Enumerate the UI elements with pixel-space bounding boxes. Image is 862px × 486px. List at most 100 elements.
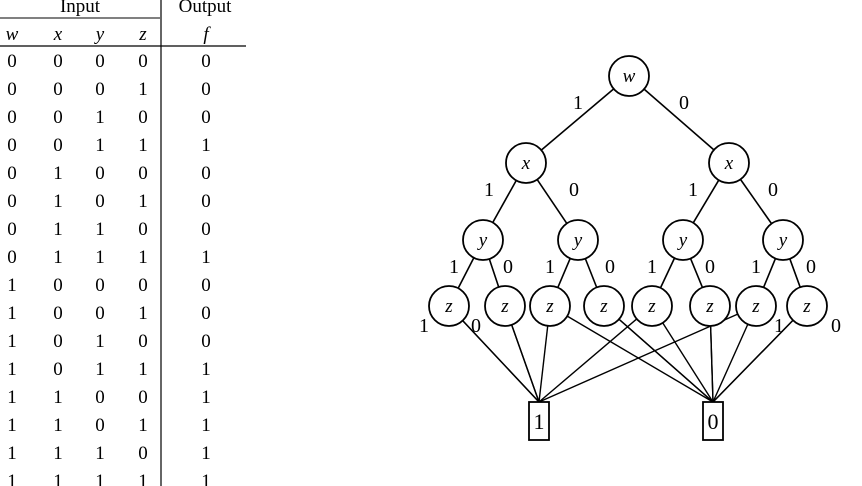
table-cell: 0 [201,191,211,212]
tree-edge [557,258,571,288]
table-cell: 1 [7,275,17,296]
branch-label: 0 [569,179,579,201]
table-cell: 0 [53,303,63,324]
tree-edge [739,178,773,225]
branch-label: 1 [484,179,494,201]
table-cell: 0 [53,51,63,72]
table-cell: 0 [95,387,105,408]
table-cell: 0 [138,51,148,72]
branch-label: 0 [679,92,689,114]
table-cell: 0 [7,107,17,128]
table-cell: 1 [7,359,17,380]
table-cell: 1 [138,135,148,156]
table-cell: 1 [53,191,63,212]
table-cell: 0 [53,359,63,380]
node-z-label: z [802,296,811,317]
table-cell: 1 [95,471,105,486]
branch-label: 1 [751,256,761,278]
table-cell: 0 [7,163,17,184]
input-header: Input [60,0,101,17]
table-cell: 0 [201,275,211,296]
branch-label: 0 [471,315,481,337]
tree-edge [536,179,568,224]
table-cell: 0 [95,303,105,324]
node-y [557,219,599,261]
branch-label: 0 [605,256,615,278]
node-y [462,219,504,261]
branch-label: 1 [774,315,784,337]
node-w-label: w [623,66,636,87]
table-cell: 1 [53,443,63,464]
branch-label: 0 [705,256,715,278]
table-cell: 1 [7,443,17,464]
table-cell: 1 [53,471,63,486]
leaf-edge [712,319,794,403]
table-cell: 1 [138,415,148,436]
leaf-edge [511,324,540,403]
table-cell: 1 [201,387,211,408]
table-cell: 1 [7,331,17,352]
tree-edge [762,258,777,288]
node-y [662,219,704,261]
branch-label: 1 [573,92,583,114]
table-cell: 1 [95,219,105,240]
table-cell: 1 [7,303,17,324]
column-header-x: x [53,24,63,45]
node-z [786,285,828,327]
node-z-label: z [500,296,509,317]
node-z [529,285,571,327]
table-cell: 1 [95,443,105,464]
table-cell: 0 [201,51,211,72]
leaf-edge [538,318,638,403]
node-z [689,285,731,327]
table-cell: 1 [53,415,63,436]
table-cell: 1 [53,219,63,240]
leaf-edge [566,315,714,403]
table-cell: 1 [138,359,148,380]
column-header-f: f [203,24,211,45]
table-cell: 1 [138,79,148,100]
table-cell: 1 [95,359,105,380]
table-cell: 0 [53,135,63,156]
tree-edge [689,258,704,288]
leaf-edge [618,318,714,403]
leaf-edge [538,313,738,403]
tree-edge [488,258,500,288]
tree-edge [540,88,615,151]
leaf-edge [662,322,714,403]
table-cell: 1 [7,387,17,408]
output-header: Output [179,0,233,17]
table-cell: 0 [95,163,105,184]
table-cell: 0 [7,135,17,156]
table-cell: 1 [138,303,148,324]
tree-edge [457,257,475,289]
column-header-z: z [138,24,147,45]
node-z [484,285,526,327]
table-cell: 1 [95,107,105,128]
table-cell: 1 [201,247,211,268]
table-cell: 1 [53,247,63,268]
branch-label: 1 [647,256,657,278]
node-y-label: y [477,230,488,251]
node-z-label: z [599,296,608,317]
tree-edge [659,257,676,289]
branch-label: 1 [688,179,698,201]
table-cell: 0 [95,275,105,296]
table-cell: 0 [95,51,105,72]
branch-label: 1 [419,315,429,337]
branch-label: 1 [449,256,459,278]
table-cell: 0 [95,415,105,436]
table-cell: 0 [53,275,63,296]
table-cell: 0 [95,191,105,212]
table-cell: 1 [7,471,17,486]
table-cell: 0 [201,303,211,324]
tree-edge [643,88,715,151]
table-cell: 0 [95,79,105,100]
table-cell: 1 [53,163,63,184]
